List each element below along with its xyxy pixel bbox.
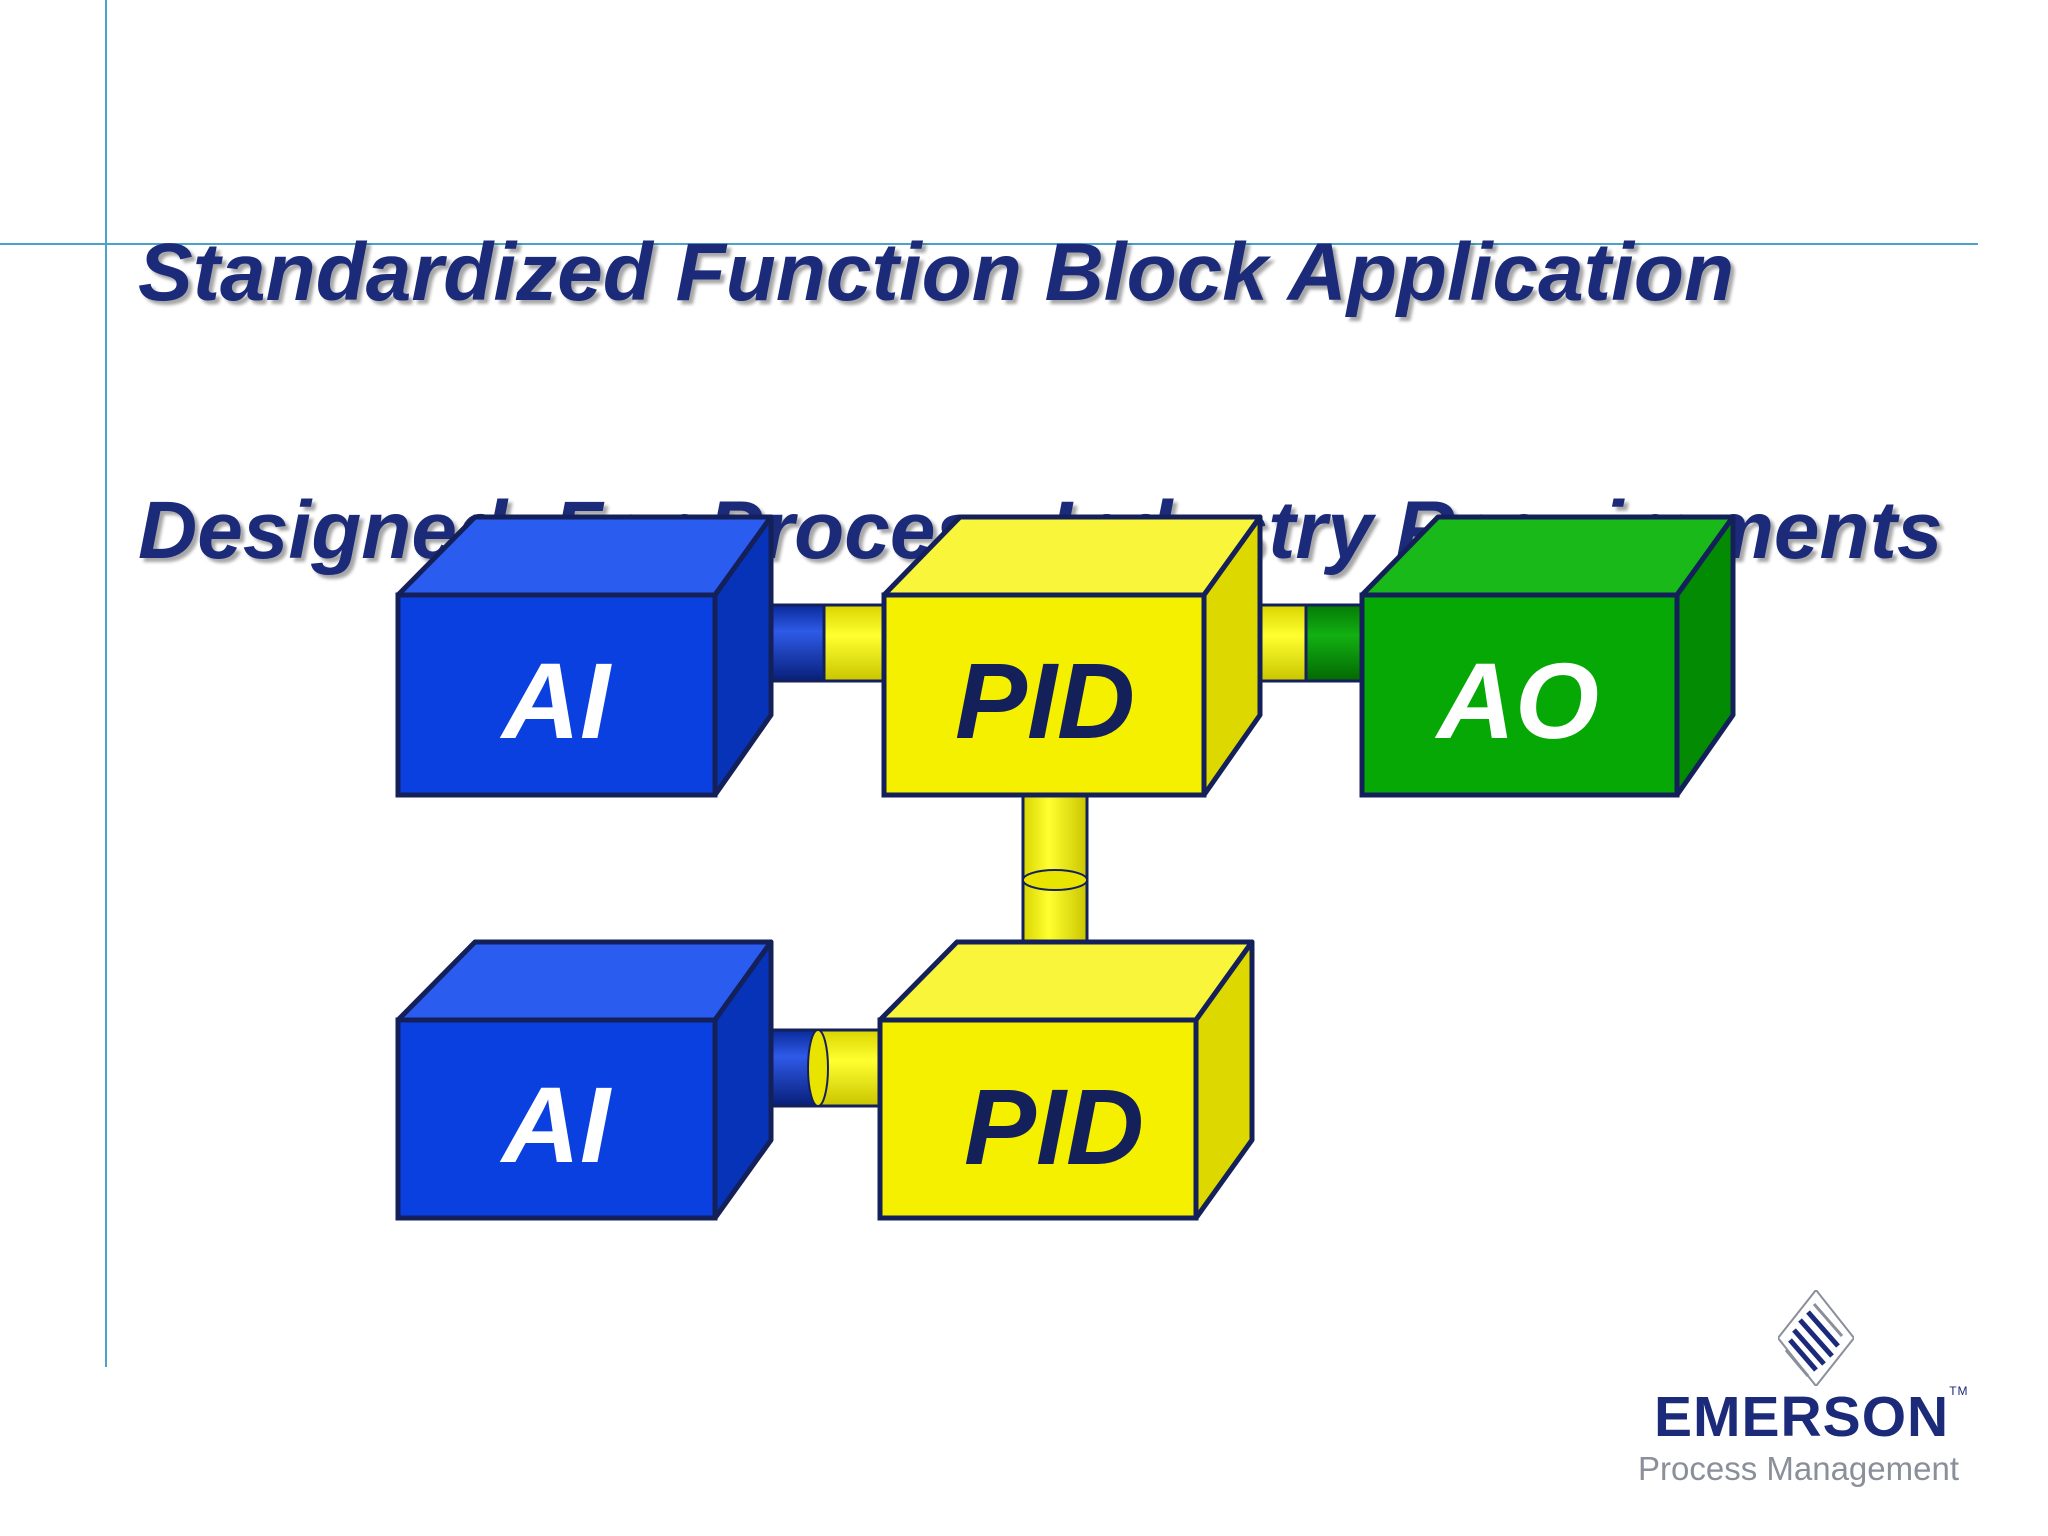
ai-bottom-label: AI (499, 1064, 612, 1185)
ai-top-label: AI (499, 640, 612, 761)
horizontal-rule (0, 243, 1978, 245)
pid-top-label: PID (955, 640, 1135, 761)
pid-bottom-label: PID (964, 1066, 1144, 1187)
vertical-rule (105, 0, 107, 1367)
emerson-diamond-icon (1778, 1290, 1854, 1386)
pid-block-top: PID (881, 514, 1263, 798)
ao-label: AO (1434, 640, 1599, 761)
pid-block-bottom: PID (877, 939, 1255, 1221)
ao-block: AO (1359, 514, 1736, 798)
logo-name: EMERSONTM (1654, 1384, 1969, 1449)
title-line-1: Standardized Function Block Application (138, 227, 1735, 318)
ai-block-top: AI (395, 514, 774, 798)
logo-trademark: TM (1949, 1384, 1969, 1398)
logo-subtitle: Process Management (1638, 1450, 1959, 1487)
ai-block-bottom: AI (395, 939, 774, 1221)
emerson-logo: EMERSONTM Process Management (1628, 1290, 2008, 1490)
